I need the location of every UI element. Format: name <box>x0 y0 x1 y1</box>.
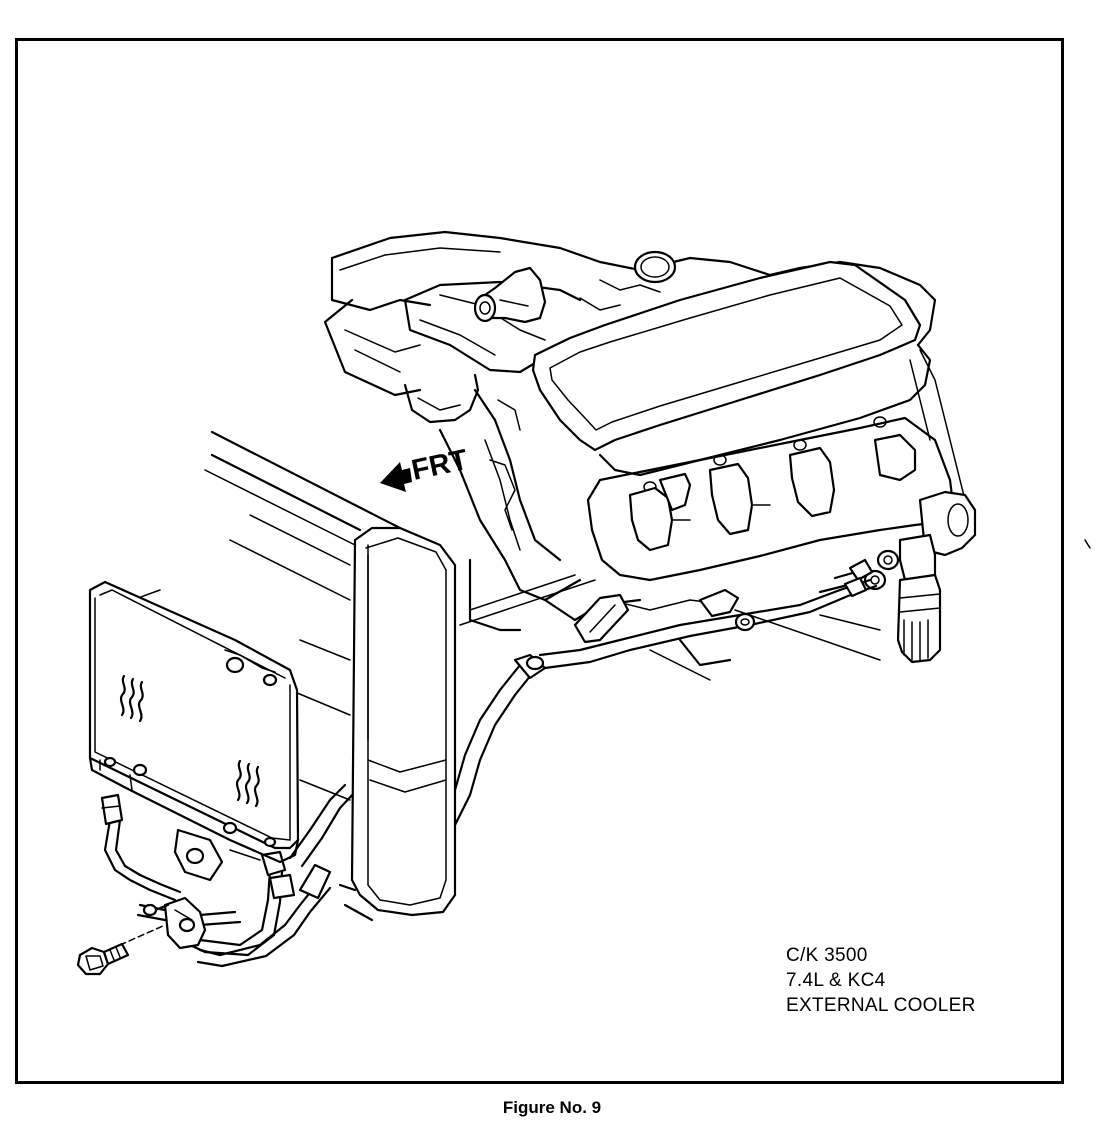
figure-border <box>15 38 1064 1084</box>
front-arrow-icon <box>380 462 412 492</box>
model-line-2: 7.4L & KC4 <box>786 970 886 991</box>
valve-cover <box>531 250 932 493</box>
cooler-bracket <box>119 828 261 950</box>
model-line-3: EXTERNAL COOLER <box>786 995 976 1016</box>
heat-icon <box>119 674 144 723</box>
heat-icon <box>235 759 260 808</box>
oil-filter <box>863 533 942 664</box>
bolt-icon <box>76 942 130 976</box>
model-line-1: C/K 3500 <box>786 945 868 966</box>
exhaust-manifold <box>586 416 977 582</box>
front-direction-indicator: FRT <box>380 444 471 492</box>
external-cooler <box>88 580 300 864</box>
cooler-lines <box>100 558 878 968</box>
radiator-tank <box>350 526 457 917</box>
body-structure <box>104 430 1091 922</box>
figure-caption: Figure No. 9 <box>502 1098 602 1117</box>
model-label-block: C/K 3500 7.4L & KC4 EXTERNAL COOLER <box>786 943 976 1018</box>
front-label: FRT <box>409 444 471 487</box>
